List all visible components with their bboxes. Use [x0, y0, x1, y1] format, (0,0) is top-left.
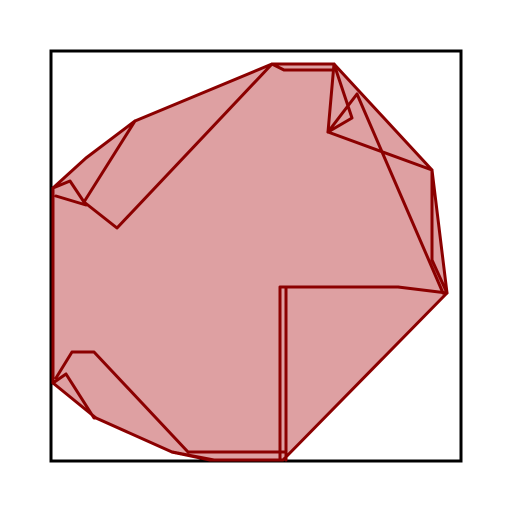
fold-line: [51, 179, 88, 207]
fold-line: [326, 130, 449, 295]
fold-line: [54, 350, 288, 454]
fold-line: [170, 450, 216, 462]
fold-line: [326, 62, 445, 295]
fold-lines: [51, 62, 449, 462]
fold-line: [51, 372, 98, 420]
fold-line: [82, 62, 334, 230]
fold-line: [284, 285, 400, 462]
fold-line: [326, 62, 354, 134]
